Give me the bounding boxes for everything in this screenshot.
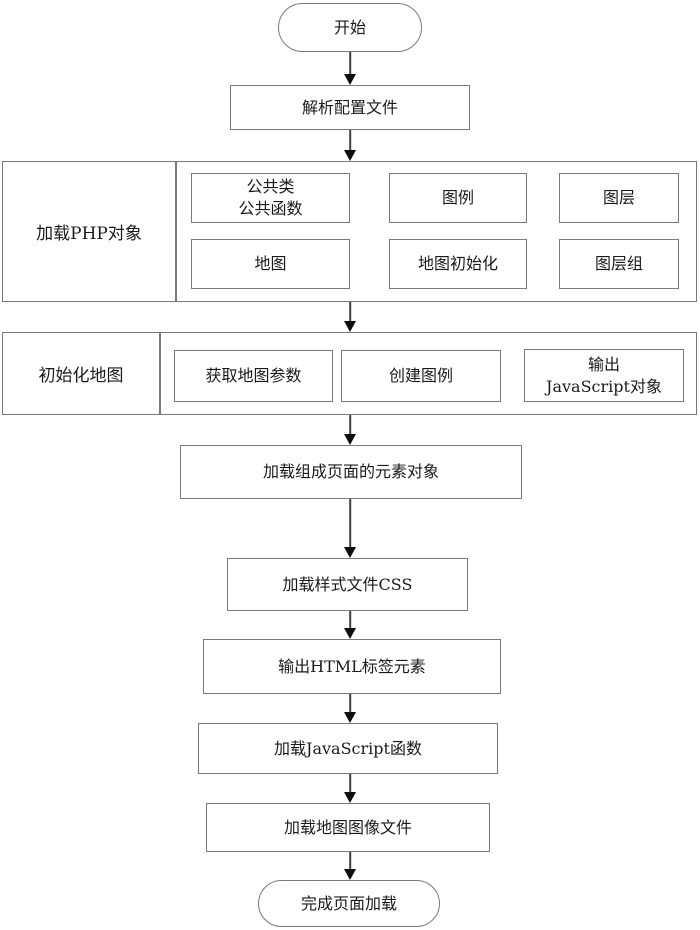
node-map: 地图 — [191, 239, 350, 289]
arrow-shaft — [349, 499, 351, 548]
connector-arrow-7 — [343, 694, 357, 723]
arrowhead-down-icon — [344, 434, 356, 445]
start-terminal: 开始 — [278, 3, 422, 52]
load-css-node: 加载样式文件CSS — [227, 558, 468, 611]
connector-arrow-6 — [343, 611, 357, 639]
node-get-map-params: 获取地图参数 — [174, 350, 333, 402]
arrowhead-down-icon — [344, 792, 356, 803]
arrowhead-down-icon — [344, 74, 356, 85]
node-create-legend: 创建图例 — [341, 350, 501, 402]
arrow-shaft — [349, 130, 351, 151]
connector-arrow-5 — [343, 499, 357, 558]
load-php-group: 加载PHP对象 公共类 公共函数 图例 图层 地图 地图初始化 图层组 — [2, 161, 697, 302]
parse-config-node: 解析配置文件 — [230, 85, 470, 130]
arrowhead-down-icon — [344, 628, 356, 639]
node-layer-group: 图层组 — [559, 239, 679, 289]
connector-arrow-4 — [343, 415, 357, 445]
node-layer: 图层 — [559, 173, 679, 223]
arrow-shaft — [349, 611, 351, 629]
arrowhead-down-icon — [344, 712, 356, 723]
connector-arrow-8 — [343, 774, 357, 803]
arrow-shaft — [349, 415, 351, 435]
arrowhead-down-icon — [344, 547, 356, 558]
group-divider — [159, 333, 161, 414]
arrow-shaft — [349, 774, 351, 793]
output-html-node: 输出HTML标签元素 — [203, 639, 501, 694]
node-map-init: 地图初始化 — [389, 239, 527, 289]
node-common-class-functions: 公共类 公共函数 — [191, 173, 350, 223]
init-map-group: 初始化地图 获取地图参数 创建图例 输出 JavaScript对象 — [2, 332, 697, 415]
end-terminal: 完成页面加载 — [258, 880, 440, 927]
load-js-node: 加载JavaScript函数 — [198, 723, 498, 774]
arrowhead-down-icon — [344, 150, 356, 161]
arrow-shaft — [349, 52, 351, 75]
load-page-elements-node: 加载组成页面的元素对象 — [180, 445, 522, 499]
node-legend: 图例 — [389, 173, 527, 223]
arrow-shaft — [349, 852, 351, 870]
group-divider — [175, 162, 177, 301]
connector-arrow-1 — [343, 52, 357, 85]
arrow-shaft — [349, 694, 351, 713]
load-map-image-node: 加载地图图像文件 — [206, 803, 490, 852]
load-php-group-label: 加载PHP对象 — [36, 224, 142, 244]
node-output-js-object: 输出 JavaScript对象 — [524, 349, 684, 402]
connector-arrow-9 — [343, 852, 357, 880]
arrowhead-down-icon — [344, 321, 356, 332]
arrow-shaft — [349, 302, 351, 322]
connector-arrow-2 — [343, 130, 357, 161]
connector-arrow-3 — [343, 302, 357, 332]
init-map-group-label: 初始化地图 — [38, 366, 124, 386]
arrowhead-down-icon — [344, 869, 356, 880]
